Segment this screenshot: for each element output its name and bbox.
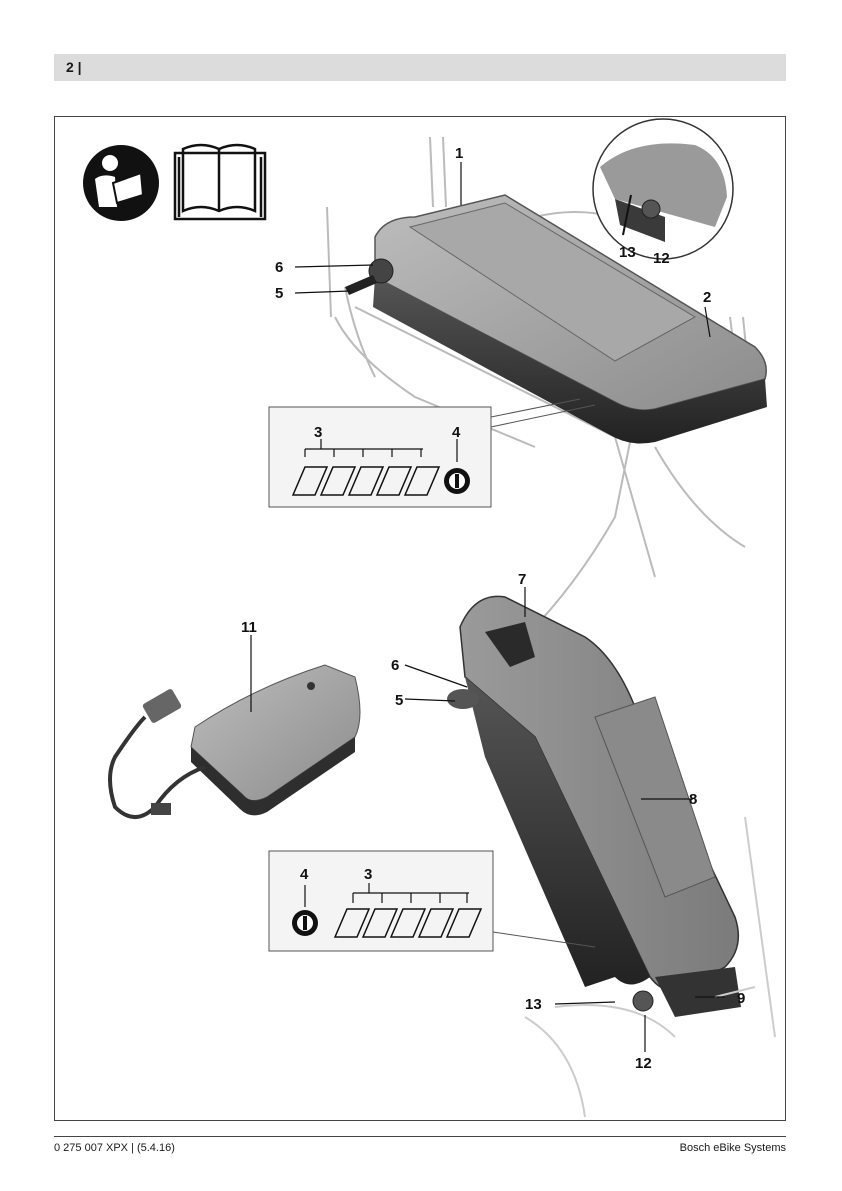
callout-8: 8 <box>689 791 697 808</box>
footer-rule <box>54 1136 786 1137</box>
footer-brand: Bosch eBike Systems <box>680 1142 786 1154</box>
connector-detail-inset <box>593 119 733 259</box>
manual-book-icon <box>175 145 265 219</box>
callout-6-bottom: 6 <box>391 657 399 674</box>
callout-7: 7 <box>518 571 526 588</box>
header-bar: 2 | <box>54 54 786 81</box>
callout-5-bottom: 5 <box>395 692 403 709</box>
callout-5-top: 5 <box>275 285 283 302</box>
callout-13-bottom: 13 <box>525 996 542 1013</box>
callout-3-top: 3 <box>314 424 322 441</box>
callout-1: 1 <box>455 145 463 162</box>
callout-9: 9 <box>737 990 745 1007</box>
callout-3-bottom: 3 <box>364 866 372 883</box>
callout-12-bottom: 12 <box>635 1055 652 1072</box>
charge-indicator-inset-top <box>269 399 595 507</box>
callout-4-top: 4 <box>452 424 461 441</box>
footer-doc-number: 0 275 007 XPX | (5.4.16) <box>54 1142 175 1154</box>
charger <box>110 665 360 817</box>
callout-13-inset: 13 <box>619 244 636 261</box>
callout-2: 2 <box>703 289 711 306</box>
page-number: 2 | <box>66 59 82 75</box>
callout-11: 11 <box>241 619 257 636</box>
read-manual-icon <box>83 145 159 221</box>
callout-6-top: 6 <box>275 259 283 276</box>
callout-4-bottom: 4 <box>300 866 309 883</box>
battery-illustration: 1 6 5 2 13 12 3 4 7 11 6 5 8 4 3 9 13 12 <box>55 117 785 1120</box>
figure-frame: 1 6 5 2 13 12 3 4 7 11 6 5 8 4 3 9 13 12 <box>54 116 786 1121</box>
callout-12-inset: 12 <box>653 250 670 267</box>
